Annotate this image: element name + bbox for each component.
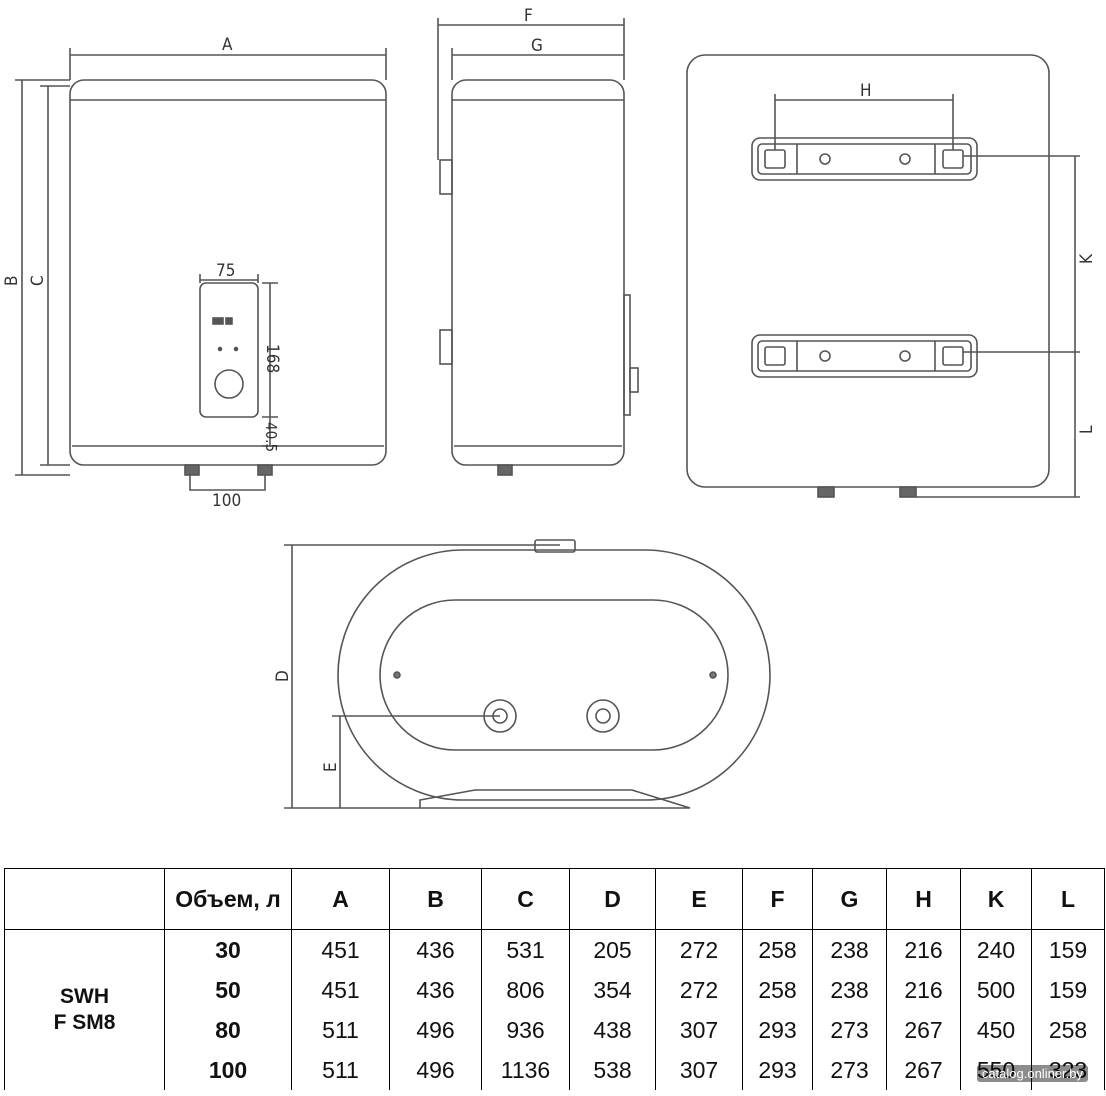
table-cell: 307 — [655, 1010, 743, 1050]
column-header: D — [569, 868, 656, 930]
model-cell: SWH F SM8 — [4, 929, 165, 1090]
table-cell: 205 — [569, 929, 656, 970]
side-view — [437, 18, 639, 476]
table-cell: 438 — [569, 1010, 656, 1050]
model-line: F SM8 — [53, 1011, 116, 1034]
table-cell: 238 — [812, 929, 887, 970]
table-cell: 500 — [960, 970, 1032, 1010]
table-cell: 496 — [389, 1010, 482, 1050]
column-header: E — [655, 868, 743, 930]
dim-label-f: F — [524, 6, 533, 26]
column-header: L — [1031, 868, 1105, 930]
table-cell: 100 — [164, 1050, 292, 1090]
table-cell: 307 — [655, 1050, 743, 1090]
table-cell: 267 — [886, 1010, 961, 1050]
table-cell: 80 — [164, 1010, 292, 1050]
table-cell: 550 — [960, 1050, 1032, 1090]
table-cell: 531 — [481, 929, 570, 970]
column-header: G — [812, 868, 887, 930]
table-cell: 50 — [164, 970, 292, 1010]
dimensions-table: Объем, л A B C D E F G H K L SWH F SM8 3… — [4, 868, 1105, 1090]
dim-label-k: K — [1077, 253, 1097, 264]
dim-label-d: D — [273, 670, 293, 682]
dim-label-panel-height: 168 — [262, 344, 282, 373]
table-cell: 216 — [886, 970, 961, 1010]
table-cell: 450 — [960, 1010, 1032, 1050]
column-header: B — [389, 868, 482, 930]
dim-label-panel-width: 75 — [216, 261, 235, 281]
table-cell: 258 — [742, 970, 813, 1010]
table-cell: 159 — [1031, 929, 1105, 970]
table-cell: 273 — [812, 1010, 887, 1050]
table-cell: 936 — [481, 1010, 570, 1050]
table-cell: 293 — [742, 1050, 813, 1090]
watermark: catalog.onliner.by — [976, 1065, 1088, 1082]
table-cell: 216 — [886, 929, 961, 970]
table-cell: 436 — [389, 970, 482, 1010]
column-header: A — [291, 868, 390, 930]
table-row: 80 511 496 936 438 307 293 273 267 450 2… — [5, 1010, 1105, 1050]
dim-label-h: H — [860, 81, 872, 101]
dim-label-b: B — [2, 276, 22, 287]
column-header: K — [960, 868, 1032, 930]
top-view — [284, 539, 771, 809]
table-cell: 240 — [960, 929, 1032, 970]
model-line: SWH — [60, 985, 109, 1008]
column-header: H — [886, 868, 961, 930]
dim-label-g: G — [531, 36, 543, 56]
table-cell: 354 — [569, 970, 656, 1010]
table-cell: 511 — [291, 1010, 390, 1050]
dim-label-pipe-spacing: 100 — [212, 491, 241, 511]
table-cell: 159 — [1031, 970, 1105, 1010]
model-cell-header — [4, 868, 165, 930]
table-row: 100 511 496 1136 538 307 293 273 267 550… — [5, 1050, 1105, 1090]
technical-drawing: A B C F G H K L D E 75 168 40.5 100 — [2, 6, 1097, 809]
dim-label-a: A — [222, 35, 233, 55]
table-row: SWH F SM8 30 451 436 531 205 272 258 238… — [4, 929, 1105, 1090]
table-cell: 272 — [655, 970, 743, 1010]
table-cell: 436 — [389, 929, 482, 970]
column-header: F — [742, 868, 813, 930]
table-cell: 258 — [742, 929, 813, 970]
table-cell: 293 — [742, 1010, 813, 1050]
table-cell: 30 — [164, 929, 292, 970]
table-cell: 273 — [812, 1050, 887, 1090]
table-cell: 267 — [886, 1050, 961, 1090]
table-cell: 1136 — [481, 1050, 570, 1090]
table-cell: 511 — [291, 1050, 390, 1090]
table-header-row: Объем, л A B C D E F G H K L — [4, 868, 1105, 930]
table-row: 50 451 436 806 354 272 258 238 216 500 1… — [5, 970, 1105, 1010]
dim-label-c: C — [28, 275, 48, 286]
rear-view — [686, 54, 1080, 498]
dim-label-l: L — [1077, 425, 1097, 434]
dim-label-e: E — [321, 762, 341, 772]
table-cell: 806 — [481, 970, 570, 1010]
table-cell: 538 — [569, 1050, 656, 1090]
table-cell: 323 — [1031, 1050, 1105, 1090]
column-header: C — [481, 868, 570, 930]
column-header: Объем, л — [164, 868, 292, 930]
table-cell: 496 — [389, 1050, 482, 1090]
dim-label-panel-offset: 40.5 — [262, 422, 280, 452]
table-cell: 451 — [291, 929, 390, 970]
table-cell: 272 — [655, 929, 743, 970]
table-cell: 238 — [812, 970, 887, 1010]
front-view — [15, 48, 387, 491]
table-cell: 258 — [1031, 1010, 1105, 1050]
table-cell: 451 — [291, 970, 390, 1010]
